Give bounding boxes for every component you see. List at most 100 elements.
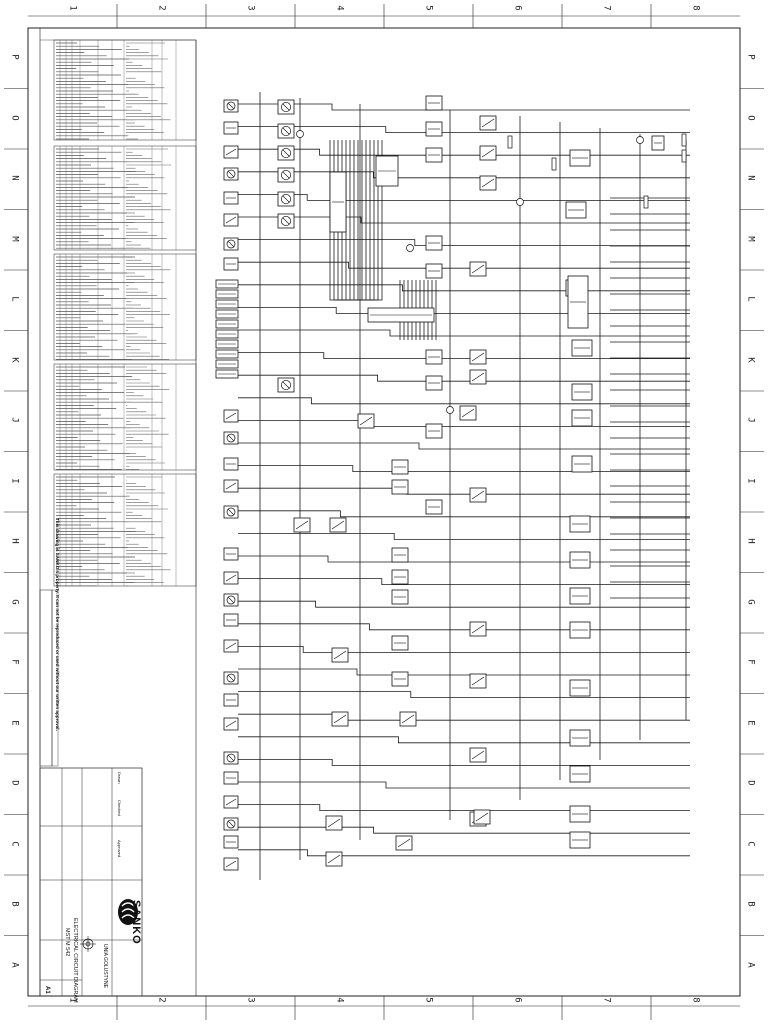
wiring	[238, 92, 690, 880]
column-label-5-top: 5	[423, 5, 434, 11]
switch-74	[469, 747, 487, 763]
switch-27	[223, 857, 239, 871]
lamp-7	[223, 237, 239, 251]
switch-65	[479, 145, 497, 161]
relay-93	[651, 135, 665, 151]
connector-20	[223, 693, 239, 707]
connector-34	[215, 339, 239, 349]
relay-84	[569, 551, 591, 569]
drawing-model: MST M 542	[64, 928, 70, 957]
relay-91	[569, 831, 591, 849]
company-name: SANKO	[130, 900, 142, 945]
checked-label: Checked	[117, 800, 122, 816]
row-label-O-right: O	[745, 115, 756, 121]
column-label-4-top: 4	[334, 5, 345, 11]
switch-102	[329, 517, 347, 533]
column-label-7-top: 7	[601, 5, 612, 11]
column-label-6-top: 6	[512, 5, 523, 11]
component-list-tables	[53, 39, 197, 587]
fuse-3	[681, 133, 687, 147]
connector-33	[215, 329, 239, 339]
connector-5	[223, 191, 239, 205]
ground-symbol-1	[296, 130, 304, 138]
switch-73	[469, 673, 487, 689]
relay-57	[391, 459, 409, 475]
lamp-22	[223, 751, 239, 765]
row-label-D-right: D	[745, 780, 756, 786]
component-table-5	[53, 473, 197, 587]
lamp-42	[277, 191, 295, 207]
relay-52	[425, 263, 443, 279]
sanko-logo	[118, 899, 138, 925]
component-table-3	[53, 253, 197, 361]
connector-14	[223, 547, 239, 561]
row-label-G-right: G	[745, 599, 756, 605]
lamp-40	[277, 145, 295, 161]
row-label-N-left: N	[9, 175, 20, 181]
row-label-C-left: C	[9, 841, 20, 847]
column-label-7-bottom: 7	[601, 997, 612, 1003]
switch-100	[473, 809, 491, 825]
row-ticks	[4, 88, 764, 936]
switch-71	[469, 487, 487, 503]
relay-48	[425, 95, 443, 111]
row-label-L-right: L	[745, 296, 756, 302]
relay-76	[569, 149, 591, 167]
ground-symbol-3	[446, 406, 454, 414]
connector-36	[215, 359, 239, 369]
components	[215, 95, 687, 871]
lamp-43	[277, 213, 295, 229]
switch-15	[223, 571, 239, 585]
relay-83	[569, 515, 591, 533]
company-subtitle: UNIA GOLUSTYNE	[102, 944, 108, 988]
switch-99	[395, 835, 413, 851]
connector-31	[215, 309, 239, 319]
projection-symbol	[80, 936, 96, 952]
row-label-P-right: P	[745, 54, 756, 60]
fuse-5	[643, 195, 649, 209]
row-label-B-right: B	[745, 901, 756, 907]
row-label-B-left: B	[9, 901, 20, 907]
connector-17	[223, 613, 239, 627]
column-label-1-top: 1	[67, 5, 78, 11]
row-label-F-left: F	[9, 659, 20, 665]
relay-77	[565, 201, 587, 219]
relay-56	[425, 499, 443, 515]
column-label-8-top: 8	[690, 5, 701, 11]
relay-58	[391, 479, 409, 495]
ground-symbol-5	[636, 136, 644, 144]
approved-label: Approved	[117, 840, 122, 858]
row-label-J-left: J	[9, 417, 20, 423]
revision-strip	[39, 589, 59, 767]
relay-88	[569, 729, 591, 747]
column-label-6-bottom: 6	[512, 997, 523, 1003]
switch-3	[223, 145, 239, 159]
switch-96	[399, 711, 417, 727]
relay-61	[391, 589, 409, 605]
relay-51	[425, 235, 443, 251]
relay-85	[569, 587, 591, 605]
switch-72	[469, 621, 487, 637]
row-label-D-left: D	[9, 780, 20, 786]
connector-26	[223, 835, 239, 849]
column-label-2-bottom: 2	[156, 997, 167, 1003]
fuse-4	[681, 149, 687, 163]
row-label-M-left: M	[9, 236, 20, 242]
lamp-10	[223, 431, 239, 445]
relay-54	[425, 375, 443, 391]
switch-9	[223, 409, 239, 423]
relay-87	[569, 679, 591, 697]
relay-79	[571, 339, 593, 357]
lamp-19	[223, 671, 239, 685]
relay-49	[425, 121, 443, 137]
switch-6	[223, 213, 239, 227]
row-label-A-left: A	[9, 962, 20, 968]
drawn-label: Drawn	[117, 772, 122, 784]
column-label-3-bottom: 3	[245, 997, 256, 1003]
switch-70	[459, 405, 477, 421]
row-label-F-right: F	[745, 659, 756, 665]
connector-29	[215, 289, 239, 299]
row-label-K-right: K	[745, 357, 756, 363]
row-label-H-left: H	[9, 538, 20, 544]
row-label-E-left: E	[9, 720, 20, 726]
